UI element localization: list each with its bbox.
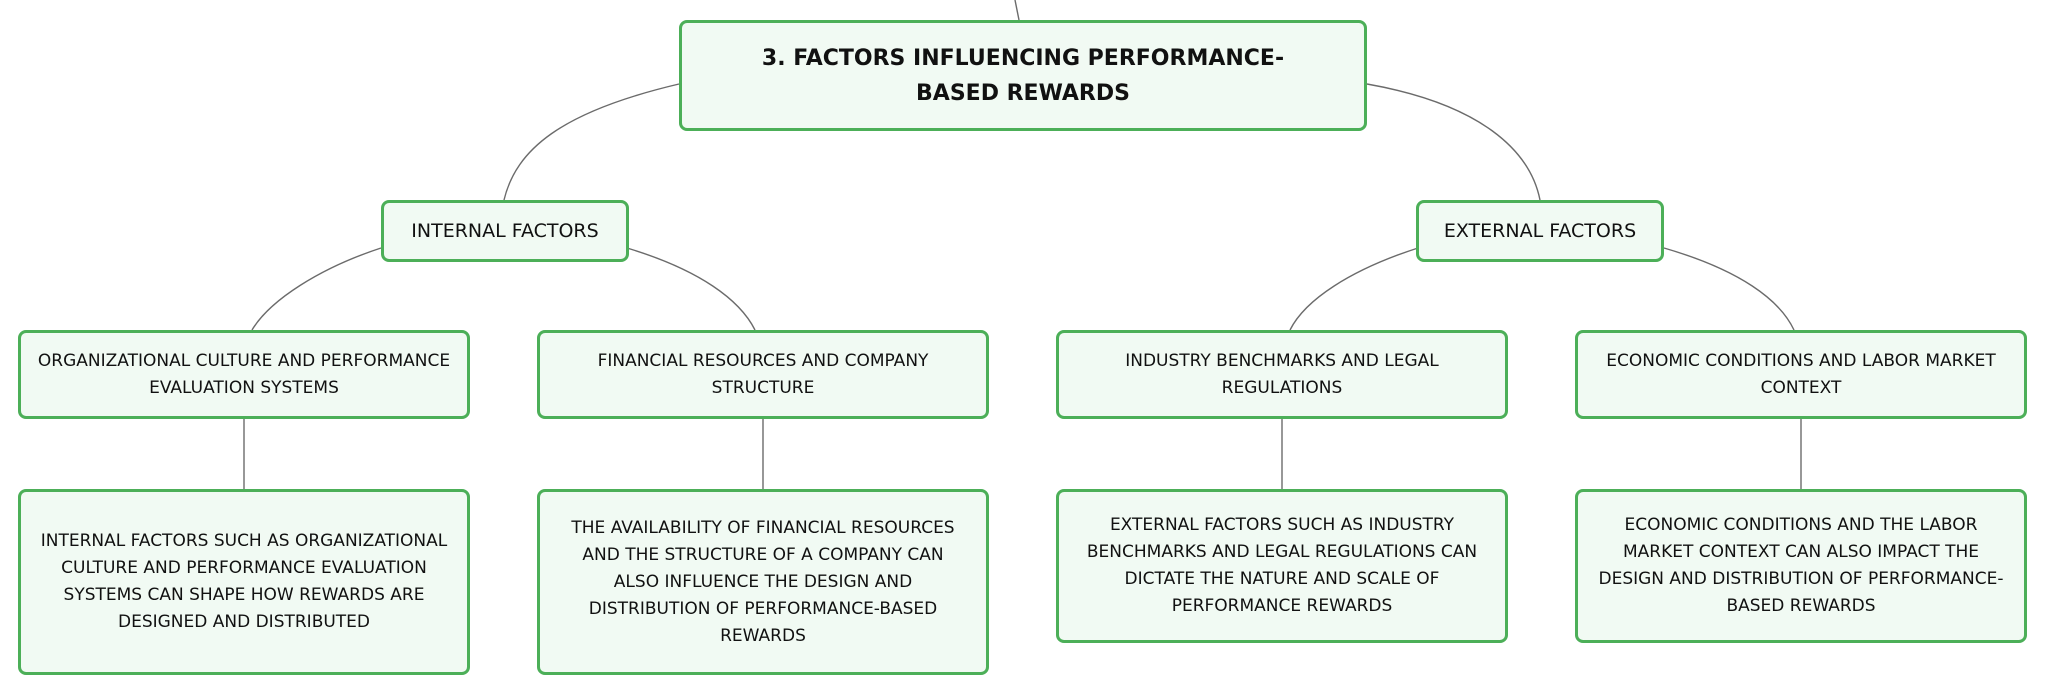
detail-text-economic-conditions: ECONOMIC CONDITIONS AND THE LABOR MARKET… xyxy=(1598,515,2004,616)
leaf-node-organizational-culture[interactable]: ORGANIZATIONAL CULTURE AND PERFORMANCE E… xyxy=(18,330,470,419)
branch-node-external-factors[interactable]: EXTERNAL FACTORS xyxy=(1416,200,1664,262)
detail-node-organizational-culture[interactable]: INTERNAL FACTORS SUCH AS ORGANIZATIONAL … xyxy=(18,489,470,675)
connector-root-to-external xyxy=(1366,83,1541,201)
root-topic-label: 3. FACTORS INFLUENCING PERFORMANCE-BASED… xyxy=(761,45,1285,106)
branch-label-external-factors: EXTERNAL FACTORS xyxy=(1443,220,1637,242)
detail-text-industry-benchmarks: EXTERNAL FACTORS SUCH AS INDUSTRY BENCHM… xyxy=(1086,515,1478,616)
branch-label-internal-factors: INTERNAL FACTORS xyxy=(411,220,599,242)
connector-parent-to-root xyxy=(1014,0,1020,21)
connector-external-to-economic xyxy=(1663,247,1795,331)
leaf-label-financial-resources: FINANCIAL RESOURCES AND COMPANY STRUCTUR… xyxy=(597,350,929,398)
connector-external-to-benchmarks xyxy=(1289,247,1419,331)
branch-node-internal-factors[interactable]: INTERNAL FACTORS xyxy=(381,200,629,262)
detail-node-financial-resources[interactable]: THE AVAILABILITY OF FINANCIAL RESOURCES … xyxy=(537,489,989,675)
connector-root-to-internal xyxy=(503,83,680,201)
detail-text-organizational-culture: INTERNAL FACTORS SUCH AS ORGANIZATIONAL … xyxy=(40,531,448,632)
leaf-node-industry-benchmarks[interactable]: INDUSTRY BENCHMARKS AND LEGAL REGULATION… xyxy=(1056,330,1508,419)
detail-text-financial-resources: THE AVAILABILITY OF FINANCIAL RESOURCES … xyxy=(571,517,955,646)
leaf-label-industry-benchmarks: INDUSTRY BENCHMARKS AND LEGAL REGULATION… xyxy=(1125,350,1439,398)
connector-internal-to-financial xyxy=(626,247,756,331)
leaf-node-economic-conditions[interactable]: ECONOMIC CONDITIONS AND LABOR MARKET CON… xyxy=(1575,330,2027,419)
leaf-label-economic-conditions: ECONOMIC CONDITIONS AND LABOR MARKET CON… xyxy=(1606,350,1996,398)
detail-node-economic-conditions[interactable]: ECONOMIC CONDITIONS AND THE LABOR MARKET… xyxy=(1575,489,2027,643)
root-topic-node[interactable]: 3. FACTORS INFLUENCING PERFORMANCE-BASED… xyxy=(679,20,1367,131)
connector-internal-to-culture xyxy=(251,247,382,331)
leaf-label-organizational-culture: ORGANIZATIONAL CULTURE AND PERFORMANCE E… xyxy=(37,350,451,398)
detail-node-industry-benchmarks[interactable]: EXTERNAL FACTORS SUCH AS INDUSTRY BENCHM… xyxy=(1056,489,1508,643)
leaf-node-financial-resources[interactable]: FINANCIAL RESOURCES AND COMPANY STRUCTUR… xyxy=(537,330,989,419)
